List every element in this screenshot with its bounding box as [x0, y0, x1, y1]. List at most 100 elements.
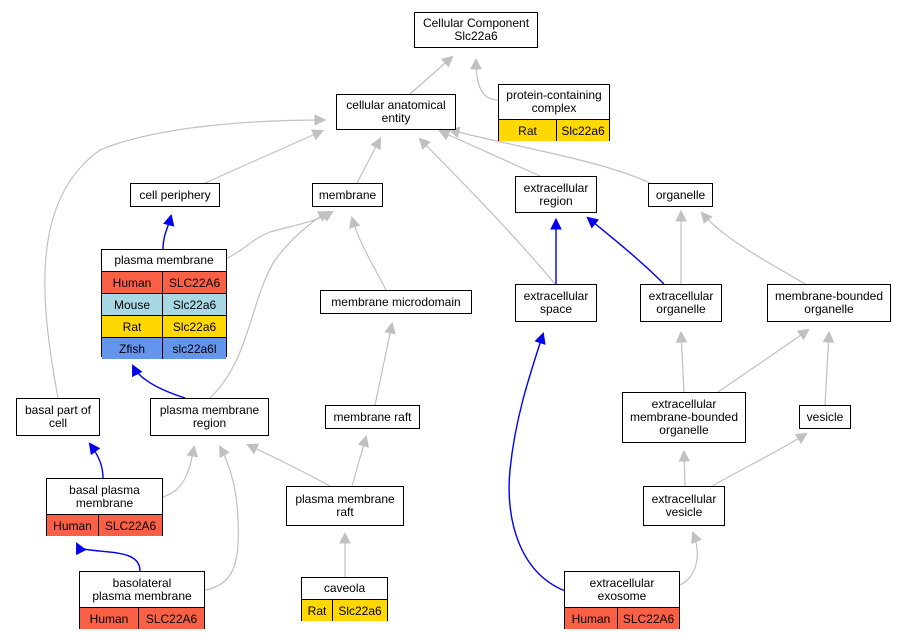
node-label: membrane-bounded organelle — [774, 289, 884, 316]
ortholog-row-human: Human SLC22A6 — [565, 607, 679, 629]
edge-vesicle-to-membrane-bounded-organelle — [822, 330, 835, 406]
node-membrane-bounded-organelle[interactable]: membrane-bounded organelle — [767, 284, 891, 322]
species-cell: Human — [53, 518, 92, 533]
arrowhead — [339, 531, 351, 544]
ortholog-row-rat: Rat Slc22a6 — [102, 315, 226, 337]
edge-cell-periphery-to-cellular-anatomical-entity — [204, 129, 324, 184]
edge-line — [351, 217, 387, 291]
edge-basolateral-plasma-membrane-to-basal-plasma-membrane — [76, 542, 141, 572]
edge-protein-containing-complex-to-cellular-component — [470, 57, 499, 101]
node-label: basal part of cell — [24, 403, 92, 430]
edge-membrane-bounded-organelle-to-organelle — [700, 211, 806, 285]
node-caveola[interactable]: caveola Rat Slc22a6 — [301, 577, 388, 621]
node-cell-periphery[interactable]: cell periphery — [130, 183, 220, 207]
arrowhead — [357, 434, 369, 448]
gene-cell[interactable]: SLC22A6 — [138, 608, 204, 629]
node-label: plasma membrane region — [159, 403, 260, 430]
edge-basal-plasma-membrane-to-basal-part-of-cell — [88, 442, 104, 479]
gene-cell[interactable]: Slc22a6 — [556, 120, 609, 141]
arrowhead — [384, 321, 396, 335]
node-extracellular-vesicle[interactable]: extracellular vesicle — [643, 486, 725, 526]
node-basolateral-plasma-membrane[interactable]: basolateral plasma membrane Human SLC22A… — [79, 571, 205, 629]
arrowhead — [675, 330, 688, 343]
node-label: protein-containing complex — [506, 88, 602, 115]
ortholog-row-zfish: Zfish slc22a6l — [102, 337, 226, 359]
edge-extracellular-space-to-extracellular-region — [550, 217, 562, 284]
node-vesicle[interactable]: vesicle — [799, 405, 851, 429]
arrowhead — [700, 211, 713, 224]
edge-plasma-membrane-region-to-plasma-membrane — [132, 364, 186, 399]
gene-cell[interactable]: SLC22A6 — [162, 272, 226, 293]
arrowhead — [550, 217, 562, 230]
arrowhead — [675, 209, 687, 222]
node-label: extracellular space — [523, 289, 589, 316]
node-plasma-membrane-region[interactable]: plasma membrane region — [150, 398, 269, 436]
ortholog-row-rat: Rat Slc22a6 — [302, 599, 387, 621]
gene-cell[interactable]: Slc22a6 — [332, 600, 387, 621]
edge-membrane-to-cellular-anatomical-entity — [356, 137, 381, 184]
node-cellular-component[interactable]: Cellular Component Slc22a6 — [414, 12, 538, 48]
arrowhead — [586, 216, 600, 229]
arrowhead — [349, 215, 361, 229]
node-protein-containing-complex[interactable]: protein-containing complex Rat Slc22a6 — [498, 84, 610, 141]
edge-line — [717, 329, 809, 393]
arrowhead — [418, 137, 431, 150]
edge-extracellular-space-to-cellular-anatomical-entity — [418, 137, 556, 285]
species-cell: Rat — [518, 123, 537, 138]
arrowhead — [132, 364, 143, 378]
arrowhead — [314, 114, 327, 126]
node-extracellular-space[interactable]: extracellular space — [515, 284, 597, 322]
edge-line — [76, 543, 141, 572]
edge-line — [439, 130, 541, 177]
edge-extracellular-organelle-to-extracellular-region — [586, 216, 665, 285]
node-label: cellular anatomical entity — [346, 98, 446, 125]
arrowhead — [534, 331, 546, 345]
edge-line — [449, 129, 651, 184]
edge-line — [587, 217, 665, 285]
edge-extracellular-membrane-bounded-organelle-to-extracellular-organelle — [675, 330, 688, 393]
node-label: cell periphery — [139, 187, 211, 202]
arrowhead — [794, 432, 808, 444]
arrowhead — [470, 57, 482, 70]
node-label: plasma membrane — [114, 253, 214, 267]
node-basal-part-of-cell[interactable]: basal part of cell — [16, 398, 100, 436]
node-extracellular-region[interactable]: extracellular region — [515, 176, 597, 213]
edge-extracellular-vesicle-to-extracellular-membrane-bounded-organelle — [678, 449, 691, 487]
node-cellular-anatomical-entity[interactable]: cellular anatomical entity — [336, 94, 456, 130]
ortholog-row-human: Human SLC22A6 — [102, 271, 226, 293]
node-organelle[interactable]: organelle — [648, 183, 713, 207]
node-extracellular-organelle[interactable]: extracellular organelle — [640, 284, 722, 322]
arrowhead — [691, 531, 702, 544]
edge-line — [824, 332, 830, 406]
node-membrane-microdomain[interactable]: membrane microdomain — [320, 290, 472, 314]
arrowhead — [822, 330, 835, 343]
gene-cell[interactable]: slc22a6l — [162, 338, 226, 359]
arrowhead — [186, 444, 199, 458]
node-extracellular-membrane-bounded-organelle[interactable]: extracellular membrane-bounded organelle — [622, 392, 746, 443]
node-membrane[interactable]: membrane — [312, 183, 383, 207]
arrowhead — [316, 210, 330, 222]
gene-cell[interactable]: SLC22A6 — [98, 515, 162, 536]
gene-cell[interactable]: SLC22A6 — [617, 608, 679, 629]
ortholog-row-human: Human SLC22A6 — [47, 514, 162, 536]
node-extracellular-exosome[interactable]: extracellular exosome Human SLC22A6 — [564, 571, 680, 629]
node-membrane-raft[interactable]: membrane raft — [325, 405, 420, 429]
arrowhead — [76, 542, 87, 556]
edge-extracellular-membrane-bounded-organelle-to-membrane-bounded-organelle — [717, 328, 810, 393]
edge-line — [44, 119, 325, 399]
node-label: membrane raft — [333, 409, 412, 424]
gene-cell[interactable]: Slc22a6 — [162, 294, 226, 315]
arrowhead — [163, 213, 175, 227]
node-label: membrane — [318, 187, 377, 202]
edge-membrane-microdomain-to-membrane — [349, 215, 387, 291]
gene-cell[interactable]: Slc22a6 — [162, 316, 226, 337]
edge-line — [701, 212, 806, 285]
node-basal-plasma-membrane[interactable]: basal plasma membrane Human SLC22A6 — [46, 478, 163, 536]
node-plasma-membrane[interactable]: plasma membrane Human SLC22A6 Mouse Slc2… — [101, 249, 227, 359]
node-label: membrane microdomain — [331, 294, 461, 309]
node-plasma-membrane-raft[interactable]: plasma membrane raft — [286, 486, 404, 526]
edge-extracellular-organelle-to-organelle — [675, 209, 687, 284]
species-cell: Human — [112, 275, 152, 290]
edge-basolateral-plasma-membrane-to-plasma-membrane-region — [204, 445, 239, 591]
